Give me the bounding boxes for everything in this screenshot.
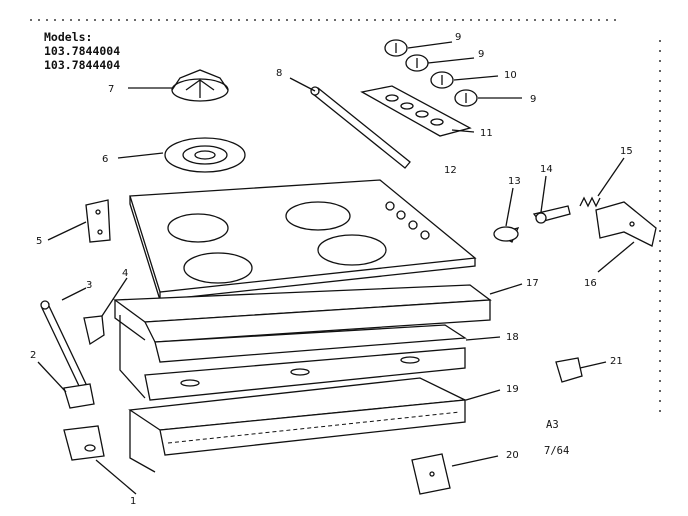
callout-14: 14: [540, 164, 553, 175]
part-frame-17: [113, 284, 492, 343]
callout-4: 4: [122, 268, 128, 279]
leader-lines: [37, 41, 635, 495]
callout-12: 12: [444, 165, 457, 176]
part-bracket-20: [411, 453, 451, 495]
callout-16: 16: [584, 278, 597, 289]
drawing-date: 7/64: [544, 445, 569, 457]
part-knob-13: [493, 226, 520, 243]
model-number-2: 103.7844404: [44, 58, 121, 72]
part-burner-tube-3: [40, 300, 87, 389]
part-igniter-14: [532, 205, 571, 224]
part-bracket-1: [63, 425, 105, 461]
part-frame-18: [119, 315, 467, 401]
part-cooktop: [129, 179, 477, 301]
callout-7: 7: [108, 84, 114, 95]
callout-9a: 9: [455, 32, 461, 43]
part-knobs: [384, 39, 478, 107]
models-title: Models:: [44, 30, 93, 44]
part-bracket-16: [595, 201, 657, 247]
callout-9c: 9: [530, 94, 536, 105]
callout-11: 11: [480, 128, 493, 139]
part-burner-ring: [164, 137, 246, 173]
callout-19: 19: [506, 384, 519, 395]
callout-2: 2: [30, 350, 36, 361]
callout-9b: 9: [478, 49, 484, 60]
part-clip-21: [555, 357, 583, 383]
callout-1: 1: [130, 496, 136, 507]
callout-5: 5: [36, 236, 42, 247]
part-valve-2: [63, 383, 95, 409]
callout-15: 15: [620, 146, 633, 157]
callout-labels: 7 6 8 9 9 10 9 11 12 13 14 15 16 17 18 1…: [30, 32, 633, 507]
callout-6: 6: [102, 154, 108, 165]
callout-20: 20: [506, 450, 519, 461]
part-burner-cap: [171, 69, 229, 102]
drawing-code: A3: [546, 419, 559, 431]
callout-10: 10: [504, 70, 517, 81]
models-header: Models: 103.7844004 103.7844404: [44, 30, 120, 72]
part-bracket-5: [85, 199, 111, 243]
part-spring-15: [579, 196, 601, 208]
callout-8: 8: [276, 68, 282, 79]
part-control-plate: [360, 85, 472, 137]
callout-13: 13: [508, 176, 521, 187]
callout-3: 3: [86, 280, 92, 291]
part-frame-19: [128, 377, 468, 473]
callout-18: 18: [506, 332, 519, 343]
part-bracket-4: [83, 315, 105, 346]
frame-marks: [30, 19, 661, 420]
callout-17: 17: [526, 278, 539, 289]
callout-21: 21: [610, 356, 623, 367]
model-number-1: 103.7844004: [44, 44, 121, 58]
